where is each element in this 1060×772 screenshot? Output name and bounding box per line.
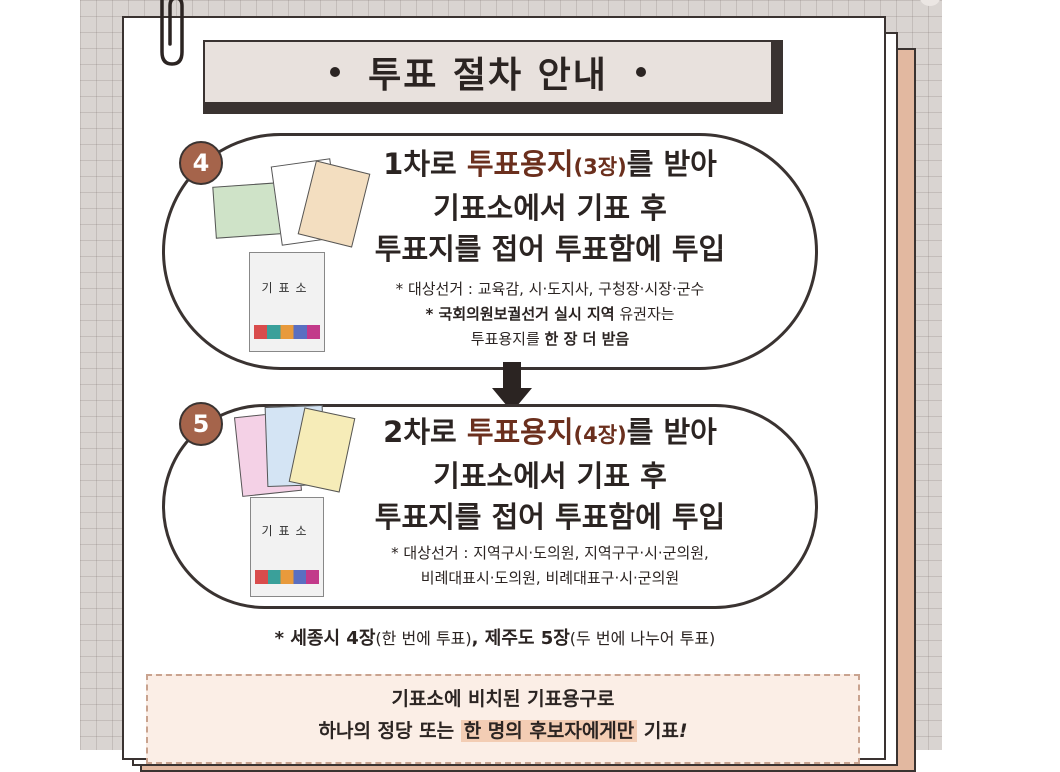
paperclip-icon (160, 0, 184, 66)
ballot-papers-illustration (212, 158, 371, 248)
note-line: * 대상선거 : 지역구시·도의원, 지역구구·시·군의원, (391, 544, 709, 562)
arrow-down-icon (492, 362, 532, 412)
footnote: * 세종시 4장(한 번에 투표), 제주도 5장(두 번에 나누어 투표) (150, 624, 840, 650)
note-line: 비례대표시·도의원, 비례대표구·시·군의원 (420, 569, 680, 587)
heading-line: 기표소에서 기표 후 (433, 191, 667, 225)
heading-line: 투표지를 접어 투표함에 투입 (374, 232, 726, 266)
heading-text: 1차로 (383, 147, 467, 181)
note-text: 유권자는 (614, 305, 675, 323)
step-4-heading: 1차로 투표용지(3장)를 받아 기표소에서 기표 후 투표지를 접어 투표함에… (350, 144, 750, 270)
footnote-text: * 세종시 4장 (274, 628, 376, 649)
step-5-heading: 2차로 투표용지(4장)를 받아 기표소에서 기표 후 투표지를 접어 투표함에… (350, 412, 750, 538)
booklet-title: 기표소 (261, 524, 313, 538)
title-banner-inner: 투표 절차 안내 (203, 40, 773, 104)
voting-info-box: 기표소에 비치된 기표용구로 하나의 정당 또는 한 명의 후보자에게만 기표! (146, 674, 860, 764)
info-text: 하나의 정당 또는 (318, 720, 461, 742)
heading-text: 를 받아 (626, 415, 717, 449)
heading-line: 기표소에서 기표 후 (433, 459, 667, 493)
note-text: 투표용지를 (470, 330, 545, 348)
page-title: 투표 절차 안내 (368, 55, 608, 96)
title-banner: 투표 절차 안내 (203, 40, 783, 114)
ballot-papers-illustration (233, 404, 358, 497)
note-line: * 대상선거 : 교육감, 시·도지사, 구청장·시장·군수 (395, 280, 705, 298)
step-5-badge: 5 (179, 402, 223, 446)
heading-count: (3장) (573, 155, 627, 179)
step-4-note: * 대상선거 : 교육감, 시·도지사, 구청장·시장·군수 * 국회의원보궐선… (340, 277, 760, 352)
voting-booth-booklet-image: 기표소 (250, 497, 324, 597)
booklet-stripe (255, 570, 319, 584)
note-bold: * 국회의원보궐선거 실시 지역 (425, 305, 615, 323)
voting-booth-booklet-image: 기표소 (249, 252, 325, 352)
info-exclaim: ! (678, 720, 688, 742)
corner-decoration (920, 0, 940, 6)
bullet-dot-icon (330, 67, 341, 77)
heading-text: 2차로 (383, 415, 467, 449)
booklet-title: 기표소 (261, 281, 313, 295)
footnote-text: , 제주도 5장 (471, 628, 570, 649)
note-bold: 한 장 더 받음 (544, 330, 630, 348)
heading-line: 투표지를 접어 투표함에 투입 (374, 500, 726, 534)
heading-count: (4장) (573, 423, 627, 447)
heading-highlight: 투표용지 (466, 147, 574, 181)
info-line: 기표소에 비치된 기표용구로 (391, 688, 615, 710)
heading-highlight: 투표용지 (466, 415, 574, 449)
bullet-dot-icon (635, 67, 646, 77)
step-4-badge: 4 (179, 141, 223, 185)
info-line: 하나의 정당 또는 한 명의 후보자에게만 기표! (148, 716, 858, 743)
info-highlight: 한 명의 후보자에게만 (460, 720, 638, 742)
booklet-stripe (254, 325, 320, 339)
info-text: 기표 (637, 720, 679, 742)
step-5-note: * 대상선거 : 지역구시·도의원, 지역구구·시·군의원, 비례대표시·도의원… (340, 541, 760, 591)
footnote-paren: (한 번에 투표) (375, 629, 472, 648)
heading-text: 를 받아 (626, 147, 717, 181)
footnote-paren: (두 번에 나누어 투표) (569, 629, 716, 648)
